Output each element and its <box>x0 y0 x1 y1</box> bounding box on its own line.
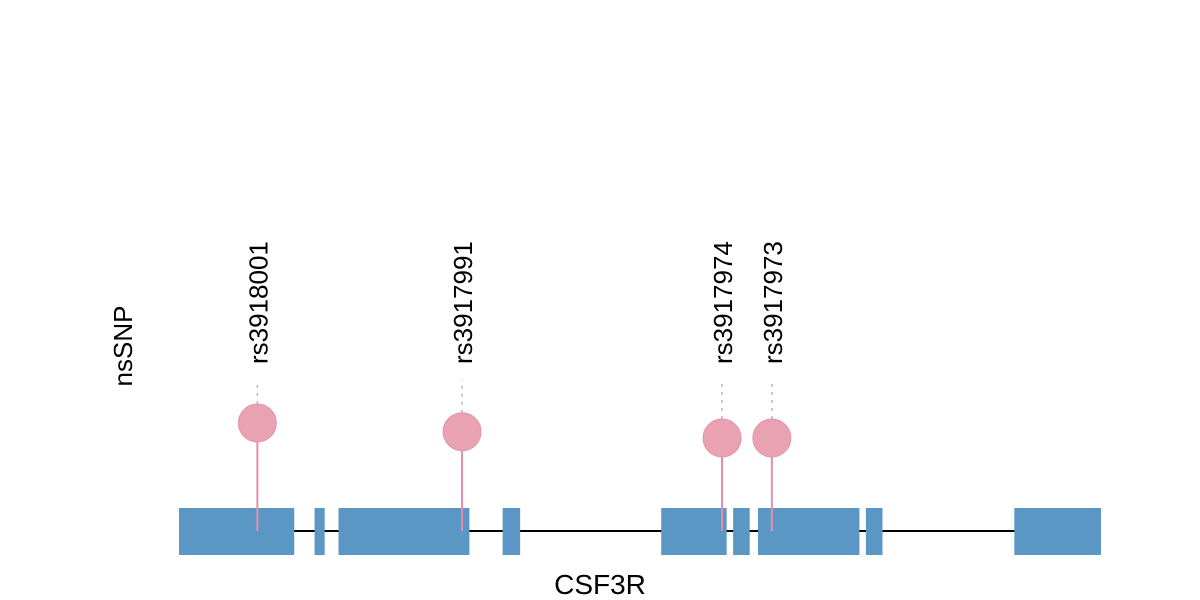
snp-lollipop: rs3917974 <box>702 241 742 531</box>
gene-label: CSF3R <box>554 569 646 600</box>
snp-label: rs3918001 <box>243 241 273 364</box>
exon-block <box>314 508 325 555</box>
exon-block <box>179 508 295 555</box>
snp-lollipop: rs3918001 <box>237 241 277 531</box>
exon-block <box>338 508 470 555</box>
snp-lollipop: rs3917973 <box>752 241 792 531</box>
snp-head <box>702 418 742 458</box>
snp-layer: rs3918001 rs3917991 rs3917974 rs3917973 <box>237 241 792 531</box>
snp-lollipop: rs3917991 <box>442 241 482 531</box>
snp-label: rs3917974 <box>708 241 738 364</box>
exon-layer <box>179 508 1101 555</box>
exon-block <box>733 508 750 555</box>
exon-block <box>502 508 521 555</box>
exon-block <box>758 508 860 555</box>
exon-block <box>865 508 883 555</box>
exon-block <box>1014 508 1101 555</box>
track-label: nsSNP <box>108 306 138 387</box>
exon-block <box>661 508 727 555</box>
snp-label: rs3917973 <box>758 241 788 364</box>
snp-head <box>442 412 482 452</box>
snp-label: rs3917991 <box>448 241 478 364</box>
snp-head <box>752 418 792 458</box>
snp-head <box>237 403 277 443</box>
